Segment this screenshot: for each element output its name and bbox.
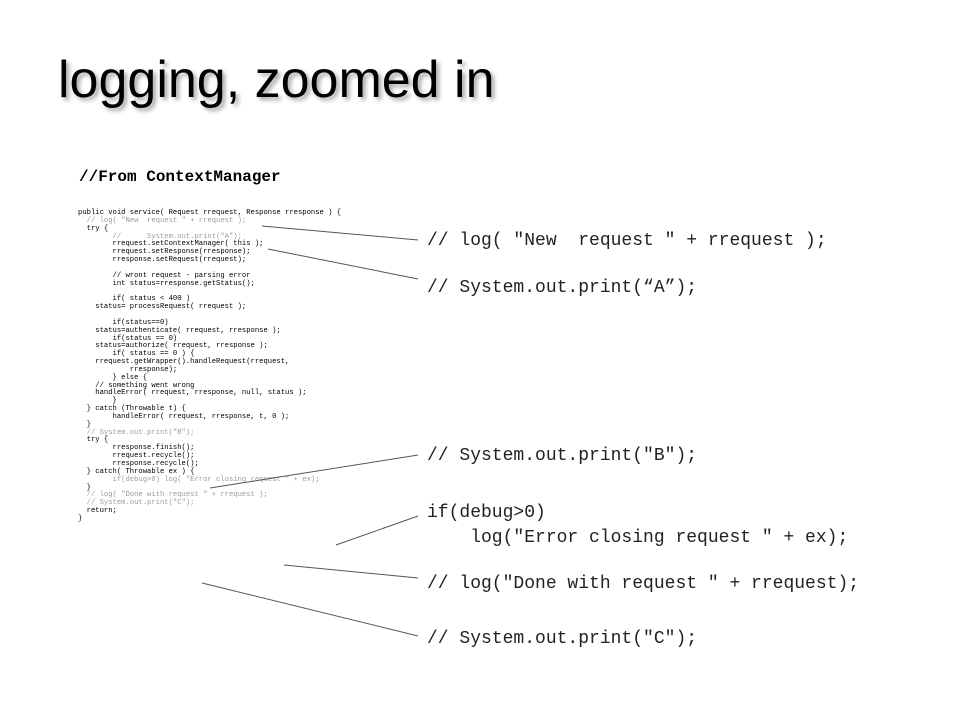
code-line: // wront request - parsing error [78,271,251,280]
leader-line-debug-log [335,515,419,546]
code-line: if(status==0) [78,318,169,327]
slide-title: logging, zoomed in [58,51,495,109]
code-line: rresponse); [78,365,178,374]
code-line: // log( "New request " + rrequest ); [78,216,247,225]
code-line: if( status == 0 ) { [78,350,195,359]
code-line: rrequest.setContextManager( this ); [78,240,264,249]
code-line: } [78,514,83,523]
code-line: } [78,397,117,406]
callout-print-b: // System.out.print("B"); [427,446,698,466]
code-line: // System.out.print("A"); [78,232,242,241]
code-line: if(status == 0) [78,334,178,343]
code-line: int status=rresponse.getStatus(); [78,279,255,288]
code-listing: public void service( Request rrequest, R… [78,209,342,524]
code-line: } catch( Throwable ex ) { [78,467,195,476]
code-line: status=authenticate( rrequest, rresponse… [78,326,281,335]
code-line: try { [78,436,109,445]
callout-print-a: // System.out.print(“A”); [427,278,698,298]
code-line: } catch (Throwable t) { [78,405,186,414]
callout-log-new-request: // log( "New request " + rrequest ); [427,231,827,251]
callout-print-c: // System.out.print("C"); [427,629,698,649]
code-line: handleError( rrequest, rresponse, null, … [78,389,307,398]
leader-line-print-b [209,454,419,489]
code-line: rresponse.setRequest(rrequest); [78,256,247,265]
leader-line-log-done [283,564,419,579]
code-line: // log( "Done with request " + rrequest … [78,491,268,500]
code-line: rrequest.recycle(); [78,452,195,461]
code-line: public void service( Request rrequest, R… [78,209,342,217]
callout-debug-log: log("Error closing request " + ex); [427,528,849,548]
code-line: rrequest.getWrapper().handleRequest(rreq… [78,358,290,367]
code-line: } [78,483,91,492]
code-line: handleError( rrequest, rresponse, t, 0 )… [78,412,290,421]
code-line: // System.out.print("C"); [78,499,195,508]
code-line: rrequest.setResponse(rresponse); [78,248,251,257]
code-line: } else { [78,373,148,382]
code-line: return; [78,507,117,516]
code-line: } [78,420,91,429]
code-line: rresponse.recycle(); [78,460,199,468]
leader-line-print-a [267,248,419,280]
code-line: if(debug>0) log( "Error closing request … [78,475,320,484]
code-line: status= processRequest( rrequest ); [78,303,247,312]
leader-line-print-c [201,582,419,637]
callout-debug-if: if(debug>0) [427,503,546,523]
code-line: // something went wrong [78,381,195,390]
code-line: rresponse.finish(); [78,444,195,453]
code-line: try { [78,224,109,233]
code-source-label: //From ContextManager [79,168,281,186]
code-line: // System.out.print("B"); [78,428,195,437]
code-line: if( status < 400 ) [78,295,191,304]
callout-log-done: // log("Done with request " + rrequest); [427,574,860,594]
code-line: status=authorize( rrequest, rresponse ); [78,342,268,351]
leader-line-log-new-request [261,225,419,241]
